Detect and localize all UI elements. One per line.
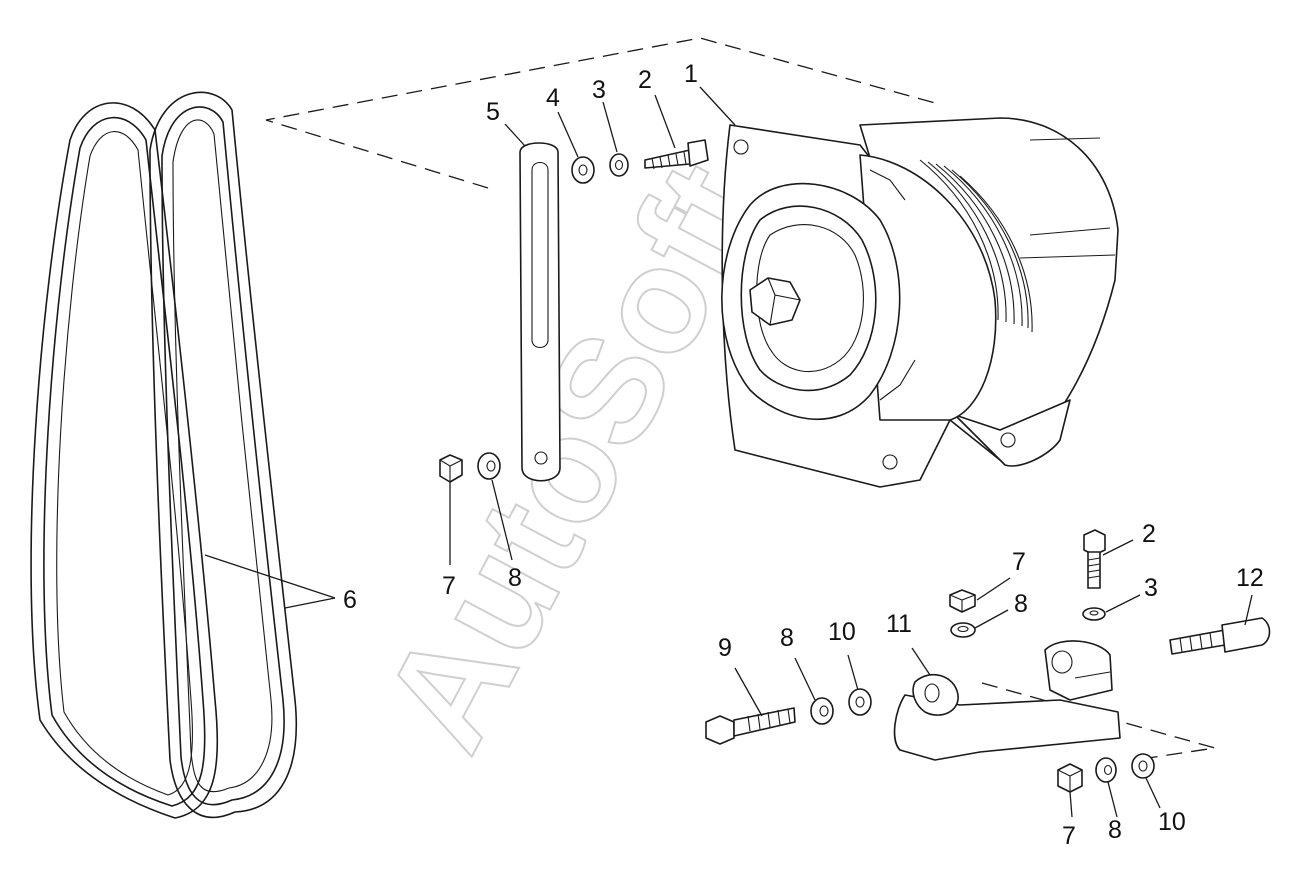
- part-number-labels: 1 2 3 4 5 6 7 8 2 7 3 12 8 9 8 10 11 7 8…: [343, 60, 1264, 850]
- label-part-3-top: 3: [592, 76, 606, 104]
- lock-washer-8-middle: [810, 697, 834, 725]
- lock-washer-8-bottom: [1095, 757, 1117, 783]
- label-part-12: 12: [1236, 564, 1264, 592]
- alternator: [721, 117, 1119, 488]
- label-part-2-top: 2: [638, 66, 652, 94]
- bolt-9: [705, 707, 796, 745]
- label-part-7-lower: 7: [1012, 548, 1026, 576]
- mounting-bracket: [893, 640, 1121, 761]
- washer-10-middle: [848, 688, 872, 716]
- label-part-8-middle: 8: [780, 624, 794, 652]
- drive-belt: [30, 91, 297, 819]
- label-part-2-lower: 2: [1142, 520, 1156, 548]
- label-part-10-middle: 10: [828, 618, 856, 646]
- lock-washer-3-lower: [1082, 607, 1106, 621]
- adjusting-strap: [519, 142, 561, 482]
- washer-4: [571, 156, 595, 184]
- lock-washer-8-lower: [950, 622, 976, 638]
- lock-washer-8-left: [477, 452, 501, 480]
- stud-12: [1169, 617, 1271, 655]
- label-part-7-bottom: 7: [1062, 822, 1076, 850]
- label-part-4: 4: [546, 84, 560, 112]
- label-part-9: 9: [718, 634, 732, 662]
- bolt-2-lower: [1083, 529, 1106, 589]
- label-part-3-lower: 3: [1144, 574, 1158, 602]
- label-part-5: 5: [486, 98, 500, 126]
- label-part-8-bottom: 8: [1108, 816, 1122, 844]
- nut-7-lower: [949, 589, 976, 613]
- dashed-mounting-plane-top: [265, 37, 936, 189]
- nut-7-left: [439, 454, 463, 483]
- label-part-8-lower: 8: [1014, 590, 1028, 618]
- label-part-10-bottom: 10: [1158, 808, 1186, 836]
- washer-10-bottom: [1131, 753, 1155, 779]
- nut-7-bottom: [1057, 763, 1083, 793]
- lock-washer-3-top: [609, 153, 629, 177]
- label-part-6: 6: [343, 586, 357, 614]
- label-part-1: 1: [684, 60, 698, 88]
- label-part-11: 11: [886, 610, 912, 638]
- bolt-2-top: [644, 139, 709, 170]
- leader-lines: [204, 86, 1253, 818]
- label-part-7-left: 7: [442, 572, 456, 600]
- label-part-8-left: 8: [508, 564, 522, 592]
